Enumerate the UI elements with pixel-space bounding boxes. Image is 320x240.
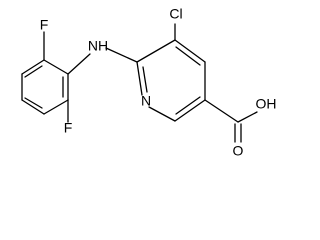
bond-lines	[21, 23, 258, 143]
atom-label-nh: NH	[88, 38, 108, 54]
bond-c3-c4	[43, 99, 69, 115]
bond-c6-c1	[21, 59, 45, 75]
bond-c2py-n	[148, 106, 176, 122]
atom-label-nitrogen: N	[141, 93, 151, 109]
bond-c3py-c2py	[174, 99, 206, 122]
bond-c5py-c4py	[174, 39, 206, 63]
bond-cooh-oh	[237, 111, 258, 123]
bond-c2-nh	[67, 53, 91, 75]
bond-n-c6py	[136, 61, 143, 96]
atom-label-chlorine: Cl	[169, 6, 182, 22]
bond-n-c6py-inner	[142, 66, 148, 93]
atom-label-fluorine-top: F	[40, 17, 49, 33]
bond-c6py-c5py	[136, 39, 176, 63]
bond-c4-c5	[21, 99, 45, 115]
bond-c6-c1-inner	[24, 65, 43, 78]
atom-label-hydroxyl: OH	[256, 96, 277, 112]
bond-c5py-c4py-inner	[175, 46, 201, 66]
bond-c3py-c2py-inner	[175, 96, 201, 115]
bond-nh-c6py	[105, 47, 138, 63]
bond-c3py-cooh	[204, 99, 239, 123]
atom-label-fluorine-bottom: F	[64, 120, 73, 136]
atom-labels: F NH Cl N F OH O	[40, 6, 277, 159]
chemical-structure: F NH Cl N F OH O	[21, 6, 277, 159]
atom-label-carbonyl-oxygen: O	[233, 143, 244, 159]
bond-c1-c2	[43, 59, 69, 75]
bond-c4-c5-inner	[24, 97, 43, 109]
